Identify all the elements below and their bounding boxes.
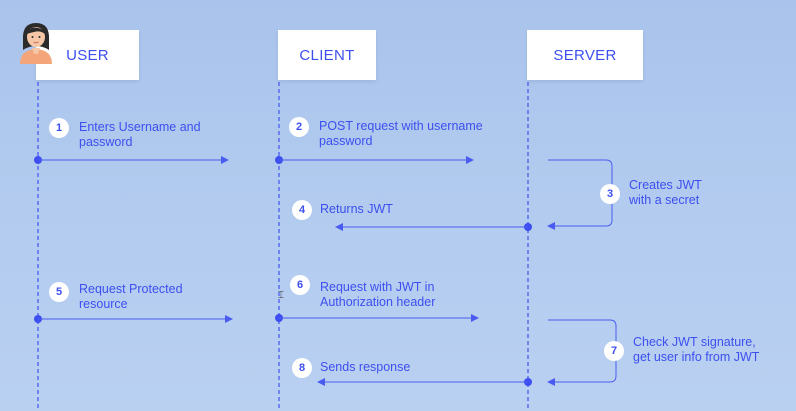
step-7-badge: 7 [604,341,624,361]
step-7-text: Check JWT signature, get user info from … [633,335,759,365]
step-2-line-1: POST request with username [319,119,483,133]
step-4-badge: 4 [292,200,312,220]
step-5-line-1: Request Protected [79,282,183,296]
step-8-line-1: Sends response [320,360,411,374]
woman-avatar-icon [20,23,52,64]
step-3-line-1: Creates JWT [629,178,702,192]
step-6-line-2: Authorization header [320,295,436,309]
step-4-text: Returns JWT [320,202,393,217]
step-2-line-2: password [319,134,373,148]
step-8-badge: 8 [292,358,312,378]
step-5-line-2: resource [79,297,128,311]
step-3-text: Creates JWT with a secret [629,178,702,208]
step-1-line-2: password [79,135,133,149]
step-2-number: 2 [295,121,303,133]
server-lane-header: SERVER [527,30,643,80]
step-3-badge: 3 [600,184,620,204]
step-2-badge: 2 [289,117,309,137]
step-7-number: 7 [610,345,618,357]
step-1-badge: 1 [49,118,69,138]
step-4-number: 4 [298,204,306,216]
step-7-line-2: get user info from JWT [633,350,760,364]
client-lane-label: CLIENT [299,46,355,64]
user-lane-label: USER [66,46,109,64]
step-5-number: 5 [55,286,63,298]
text-cursor-icon: ⌶ [278,290,284,301]
step-8-number: 8 [298,362,306,374]
client-lane-header: CLIENT [278,30,376,80]
step-7-line-1: Check JWT signature, [633,335,756,349]
step-1-line-1: Enters Username and [79,120,201,134]
step-6-text: Request with JWT in Authorization header [320,280,435,310]
step-4-line-1: Returns JWT [320,202,393,216]
step-6-line-1: Request with JWT in [320,280,435,294]
step-5-badge: 5 [49,282,69,302]
user-lane-header: USER [36,30,139,80]
step-3-number: 3 [606,188,614,200]
step-2-text: POST request with username password [319,119,483,149]
server-lane-label: SERVER [553,46,617,64]
step-6-badge: 6 [290,275,310,295]
step-8-text: Sends response [320,360,410,375]
step-1-text: Enters Username and password [79,120,201,150]
step-6-number: 6 [296,279,304,291]
step-5-text: Request Protected resource [79,282,183,312]
step-1-number: 1 [55,122,63,134]
step-3-line-2: with a secret [629,193,700,207]
